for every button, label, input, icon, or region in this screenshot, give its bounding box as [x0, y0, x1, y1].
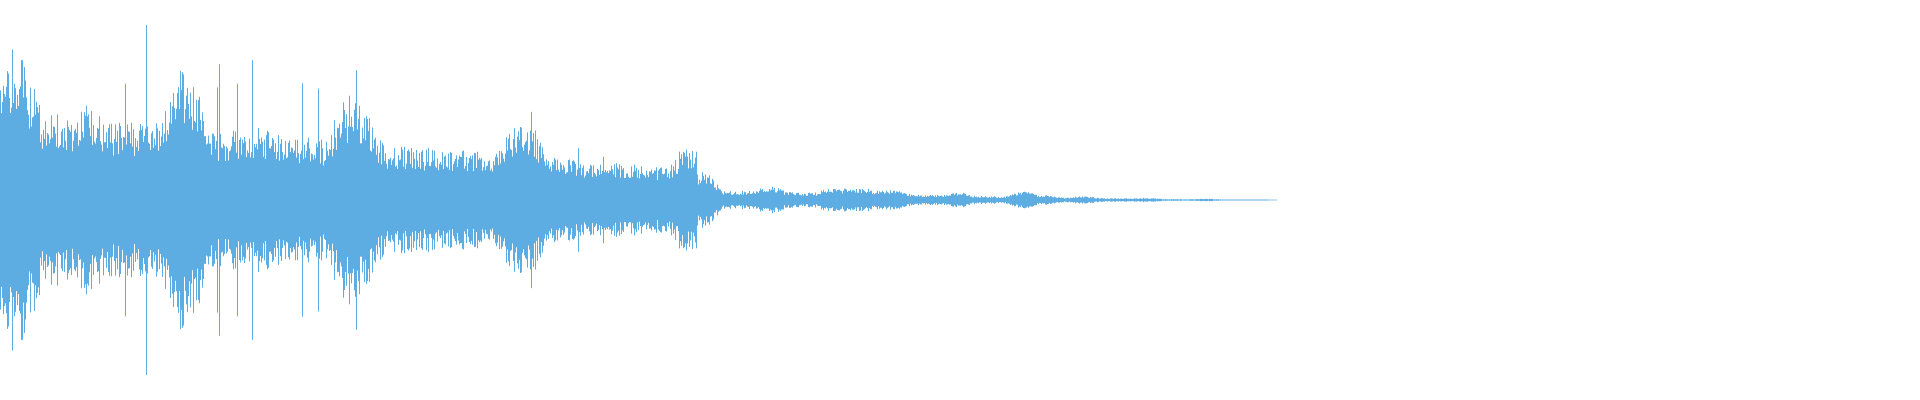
waveform-group — [0, 25, 1277, 375]
